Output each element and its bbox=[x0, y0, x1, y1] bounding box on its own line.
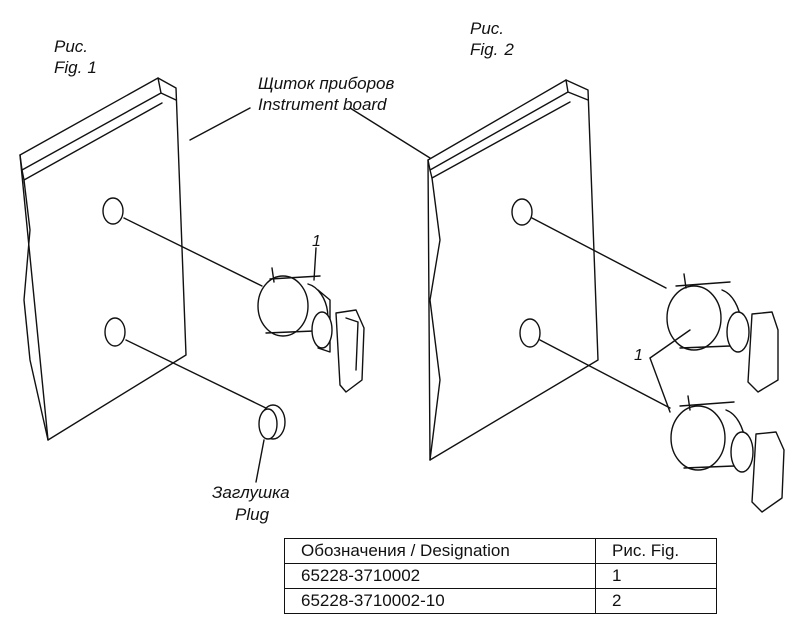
plug bbox=[255, 404, 286, 483]
fig1-number: 1 bbox=[87, 58, 96, 77]
plug-label-en: Plug bbox=[235, 505, 270, 524]
table-row: 65228-3710002 1 bbox=[284, 563, 717, 589]
fig2-label-ru: Рис. bbox=[470, 19, 504, 38]
table-cell-fig: 2 bbox=[595, 588, 717, 614]
table-header-designation: Обозначения / Designation bbox=[284, 538, 596, 564]
table-row: 65228-3710002-10 2 bbox=[284, 588, 717, 614]
table-header-row: Обозначения / Designation Рис. Fig. bbox=[284, 538, 717, 564]
svg-text:Рис.: Рис. bbox=[54, 37, 88, 56]
svg-text:Рис.: Рис. bbox=[470, 19, 504, 38]
fig2-number: 2 bbox=[503, 40, 514, 59]
switch-fig2-upper bbox=[666, 273, 779, 393]
fig1-label-ru: Рис. bbox=[54, 37, 88, 56]
plug-label-ru: Заглушка bbox=[212, 483, 290, 502]
fig2-label-en: Fig. bbox=[470, 40, 498, 59]
svg-text:Fig.1: Fig. 1 bbox=[54, 58, 97, 77]
instrument-board-fig1 bbox=[19, 77, 271, 441]
table-cell-designation: 65228-3710002 bbox=[284, 563, 596, 589]
svg-text:Fig.2: Fig. 2 bbox=[470, 40, 514, 59]
callout-leaders bbox=[313, 247, 691, 413]
table-header-fig: Рис. Fig. bbox=[595, 538, 717, 564]
board-label-en: Instrument board bbox=[258, 95, 387, 114]
table-cell-designation: 65228-3710002-10 bbox=[284, 588, 596, 614]
switch-fig2-lower bbox=[670, 395, 785, 513]
instrument-board-fig2 bbox=[427, 79, 671, 461]
fig1-label-en: Fig. bbox=[54, 58, 82, 77]
designation-table: Обозначения / Designation Рис. Fig. 6522… bbox=[284, 538, 717, 614]
callout-fig1: 1 bbox=[312, 233, 321, 250]
board-label-ru: Щиток приборов bbox=[258, 74, 395, 93]
board-label-leaders bbox=[189, 107, 431, 159]
switch-fig1 bbox=[257, 267, 365, 393]
callout-fig2: 1 bbox=[634, 347, 643, 364]
table-cell-fig: 1 bbox=[595, 563, 717, 589]
